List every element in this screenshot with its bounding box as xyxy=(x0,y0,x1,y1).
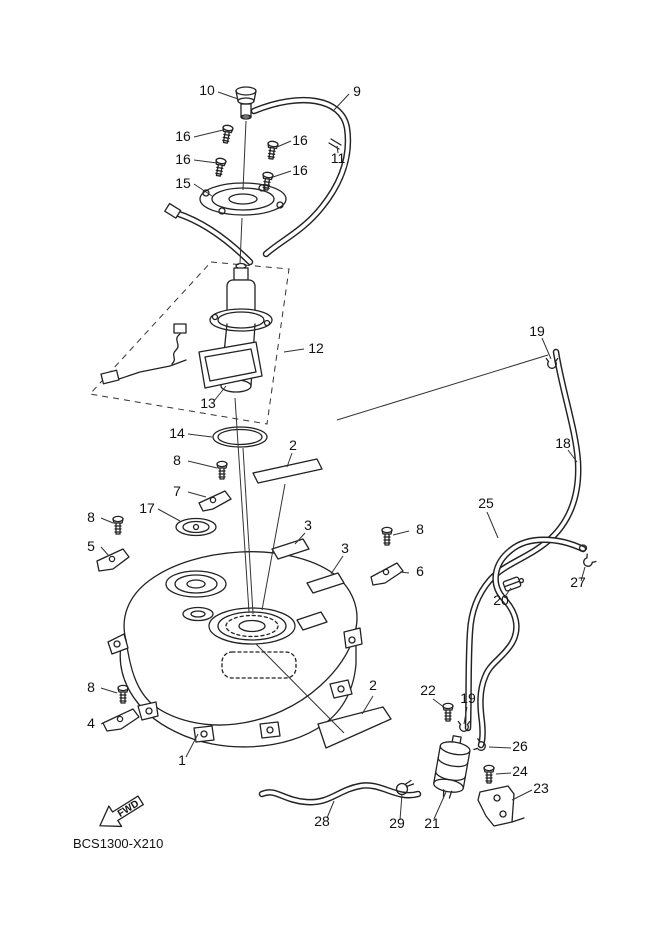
tank-pump-opening xyxy=(208,607,297,679)
tank-mount-tabs xyxy=(107,627,363,743)
callout-28: 28 xyxy=(314,813,330,829)
outlet-hose-28 xyxy=(258,782,422,806)
callout-3-a: 3 xyxy=(304,517,312,533)
fuel-sender-unit xyxy=(100,323,263,389)
callout-11: 11 xyxy=(331,150,346,166)
callout-6: 6 xyxy=(416,563,424,579)
breather-hose-18 xyxy=(464,348,582,732)
fuel-hose-9 xyxy=(250,96,352,258)
screw-16-c xyxy=(212,156,228,178)
assembly-axis-lines xyxy=(234,120,549,734)
hose-joint-11 xyxy=(328,138,342,150)
cushion-pad-3-b xyxy=(306,572,345,594)
callout-18: 18 xyxy=(555,435,571,451)
fwd-arrow: FWD xyxy=(99,795,144,828)
callout-13: 13 xyxy=(200,395,216,411)
callout-3-b: 3 xyxy=(341,540,349,556)
callout-7: 7 xyxy=(173,483,181,499)
tank-gasket-14 xyxy=(212,426,268,448)
callout-9: 9 xyxy=(353,83,361,99)
callout-16-c: 16 xyxy=(175,151,191,167)
screw-8-b xyxy=(112,515,124,535)
bracket-5 xyxy=(96,548,130,572)
callout-12: 12 xyxy=(308,340,324,356)
callout-29: 29 xyxy=(389,815,405,831)
callout-16-a: 16 xyxy=(175,128,191,144)
callout-26: 26 xyxy=(512,738,528,754)
bracket-4 xyxy=(102,708,140,732)
screw-8-d xyxy=(117,684,129,704)
fuel-cap xyxy=(235,86,257,120)
clip-19-top xyxy=(545,357,559,369)
callout-8-c: 8 xyxy=(416,521,424,537)
cushion-pad-2-lower xyxy=(317,706,392,749)
screw-8-a xyxy=(216,460,228,480)
fuel-tank xyxy=(107,551,363,748)
callout-20: 20 xyxy=(493,592,509,608)
callout-15: 15 xyxy=(175,175,191,191)
callout-22: 22 xyxy=(420,682,436,698)
callout-14: 14 xyxy=(169,425,185,441)
bracket-6 xyxy=(370,562,404,586)
pump-assembly-boundary xyxy=(89,261,290,425)
callout-19-b: 19 xyxy=(460,690,476,706)
callout-8-a: 8 xyxy=(173,452,181,468)
cushion-pad-2-upper xyxy=(252,458,323,484)
tank-filler-boss xyxy=(165,570,227,622)
callout-25: 25 xyxy=(478,495,494,511)
screw-24 xyxy=(483,764,495,784)
screw-22 xyxy=(442,702,454,722)
callout-21: 21 xyxy=(424,815,440,831)
screw-16-a xyxy=(219,123,235,145)
filter-bracket-23 xyxy=(477,785,525,827)
clip-27 xyxy=(580,553,597,570)
leader-lines xyxy=(100,91,586,821)
tank-pad-installed xyxy=(296,611,328,631)
bracket-7 xyxy=(198,490,232,512)
cushion-pad-3-a xyxy=(271,538,310,560)
diagram-code: BCS1300-X210 xyxy=(73,836,163,851)
callout-8-b: 8 xyxy=(87,509,95,525)
callout-8-d: 8 xyxy=(87,679,95,695)
callout-16-d: 16 xyxy=(292,162,308,178)
callout-2-b: 2 xyxy=(369,677,377,693)
screw-16-b xyxy=(265,140,279,161)
hose-clamp-20 xyxy=(502,576,525,592)
callout-4: 4 xyxy=(87,715,95,731)
callout-1: 1 xyxy=(178,752,186,768)
callout-27: 27 xyxy=(570,574,586,590)
screw-8-c xyxy=(381,526,393,546)
callout-10: 10 xyxy=(199,82,215,98)
callout-16-b: 16 xyxy=(292,132,308,148)
callout-24: 24 xyxy=(512,763,528,779)
callout-19-a: 19 xyxy=(529,323,545,339)
fuel-hose-25 xyxy=(477,536,588,749)
callout-2-a: 2 xyxy=(289,437,297,453)
callout-5: 5 xyxy=(87,538,95,554)
cap-17 xyxy=(175,517,217,537)
callout-17: 17 xyxy=(139,500,155,516)
callout-23: 23 xyxy=(533,780,549,796)
fuel-pipe-left xyxy=(164,202,254,266)
fuel-filter-21 xyxy=(433,735,471,799)
